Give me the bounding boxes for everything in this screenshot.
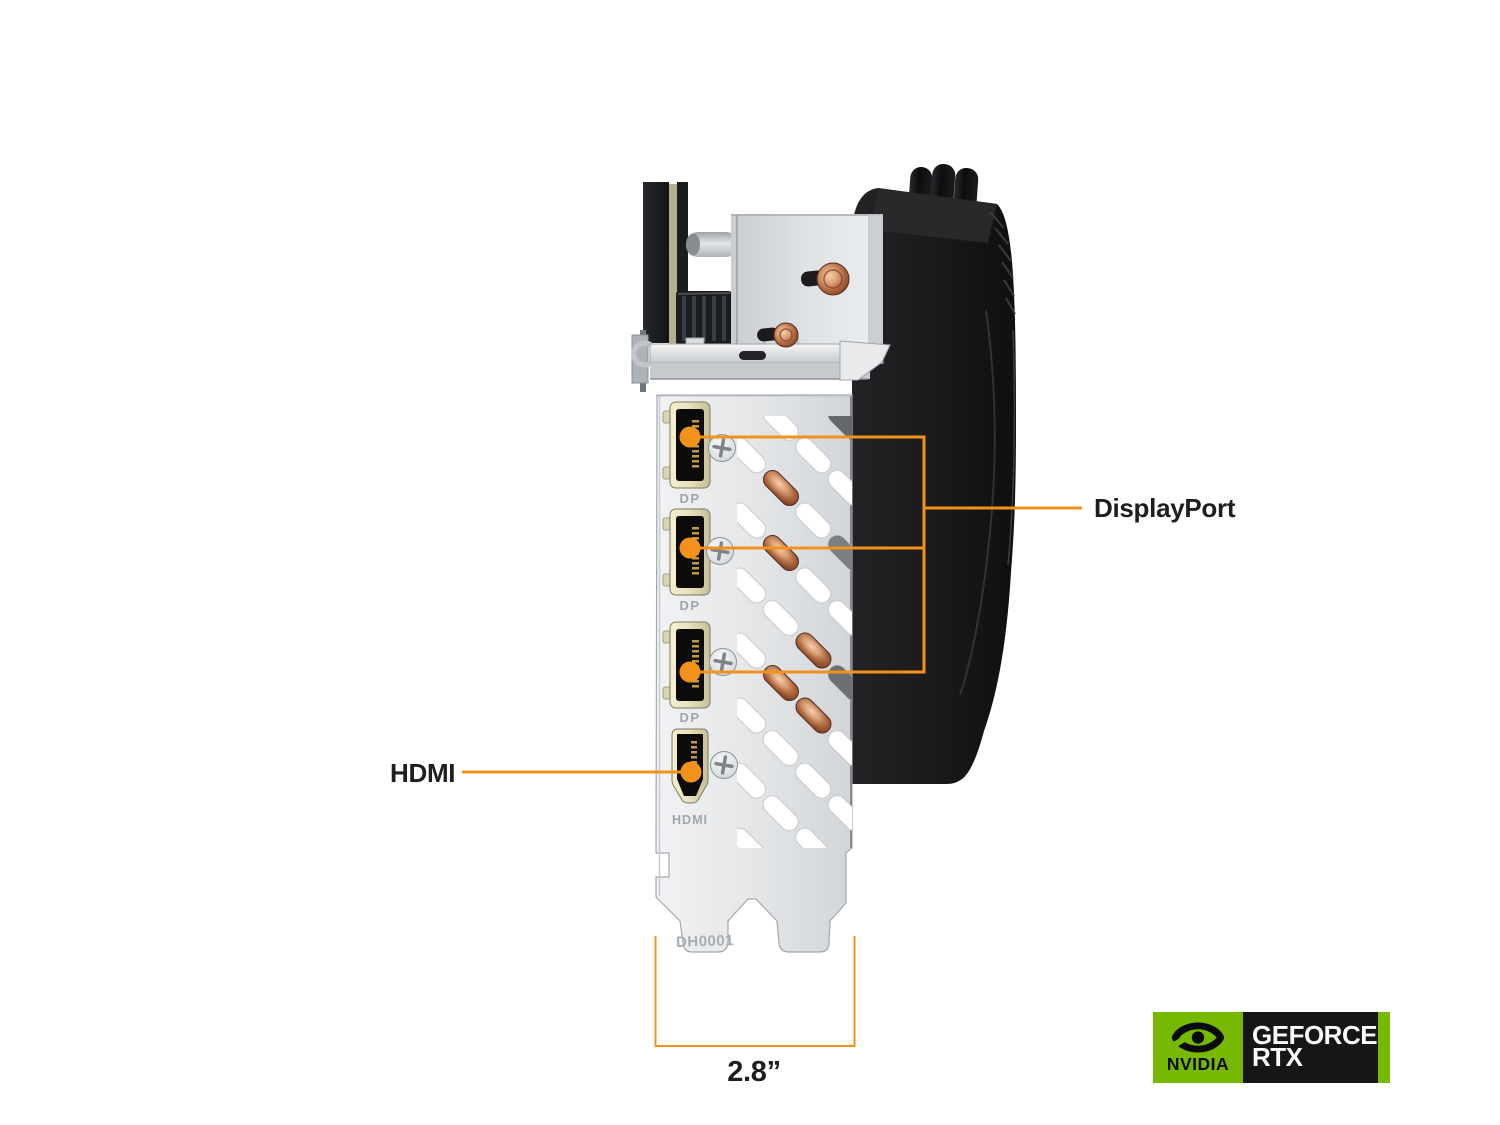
bracket-top-flange <box>631 335 891 381</box>
nvidia-wordmark: NVIDIA <box>1166 1054 1230 1074</box>
callout-lines <box>462 435 1082 774</box>
heatsink-fin-block <box>731 214 883 364</box>
displayport-label: DisplayPort <box>1094 493 1236 523</box>
shroud-edge-highlight <box>1007 329 1016 566</box>
hdmi-label: HDMI <box>390 758 456 788</box>
flange-hook <box>631 340 653 368</box>
pcb-edge <box>631 182 738 392</box>
shroud-fin-hatching <box>989 211 1016 315</box>
measurement-bracket <box>654 936 856 1047</box>
width-measurement-label: 2.8” <box>727 1056 781 1088</box>
bracket-screws <box>706 434 738 779</box>
copper-rivets <box>757 262 850 348</box>
dp-stamp-1: DP <box>679 491 700 506</box>
copper-heatpipe-glimpses <box>763 470 832 734</box>
flange-slot <box>739 351 766 360</box>
nvidia-rtx-badge: NVIDIA GEFORCE RTX <box>1153 1012 1390 1083</box>
hdmi-stamp: HDMI <box>672 813 708 827</box>
shadowed-vent-slots <box>828 416 852 701</box>
nvidia-eye-icon <box>1171 1022 1225 1053</box>
geforce-rtx-block: GEFORCE RTX <box>1243 1012 1378 1083</box>
dp-stamp-2: DP <box>679 598 700 613</box>
shroud-top-face <box>871 188 997 243</box>
callout-dots <box>679 426 702 783</box>
geforce-text: GEFORCE <box>1252 1020 1378 1050</box>
pcb-substrate-edge <box>669 184 677 345</box>
vent-grille <box>737 416 852 848</box>
nvidia-logo-block: NVIDIA <box>1153 1012 1243 1083</box>
dp-stamp-3: DP <box>679 710 700 725</box>
choke-block <box>676 291 732 345</box>
cooler-shroud <box>852 188 1016 784</box>
bracket-serial-stamp: DH0001 <box>676 932 735 951</box>
shroud-seam <box>959 309 996 696</box>
standoff-barrel <box>686 232 738 257</box>
badge-green-strip <box>1378 1012 1390 1083</box>
rtx-text: RTX <box>1252 1042 1303 1072</box>
